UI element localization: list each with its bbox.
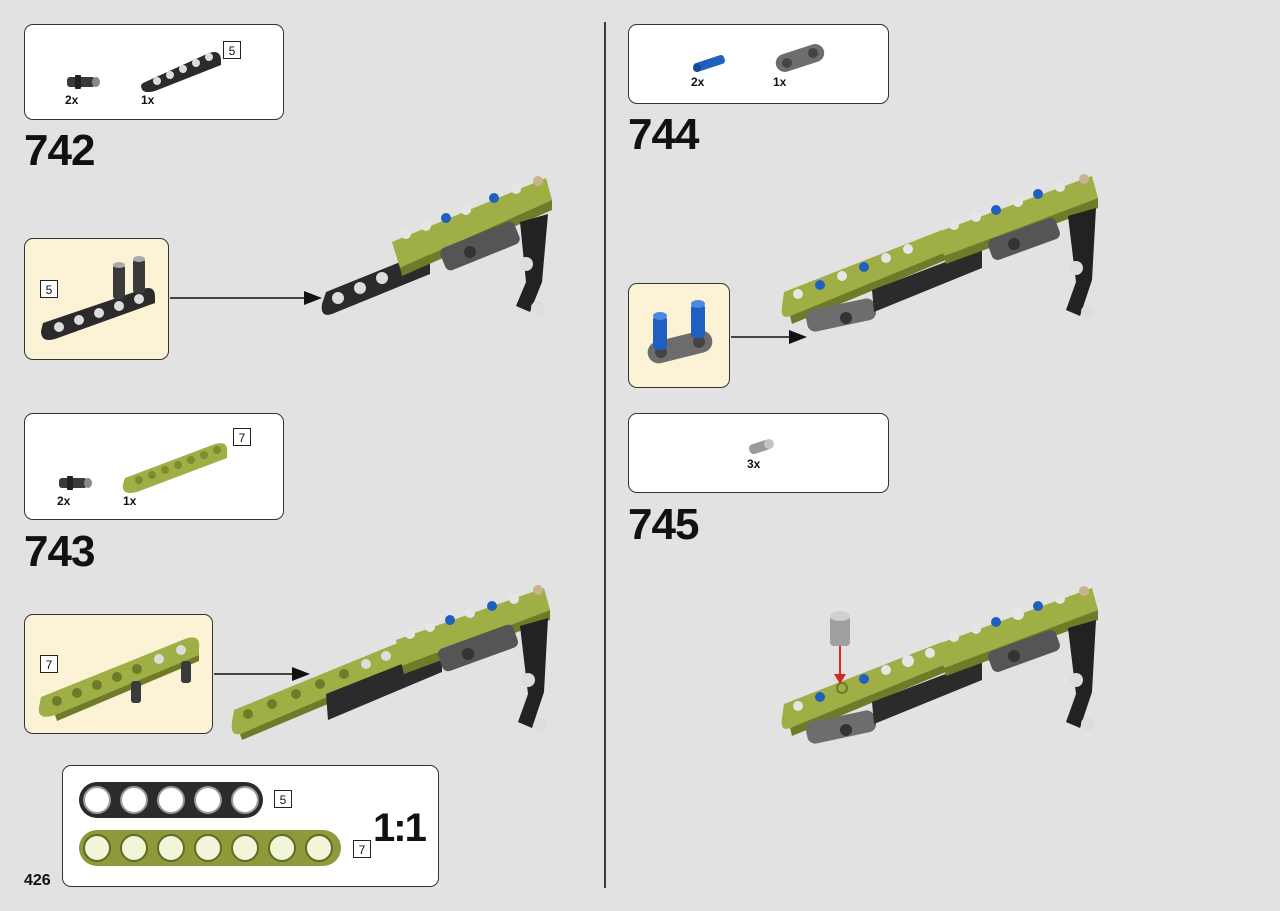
part-qty: 1x xyxy=(141,93,155,107)
part-qty: 1x xyxy=(773,75,787,89)
step-number-743: 743 xyxy=(24,527,95,576)
page-divider xyxy=(604,22,606,888)
beam-5-scale xyxy=(79,782,263,818)
beam-5-icon xyxy=(141,52,221,93)
length-indicator: 5 xyxy=(40,280,58,298)
part-qty: 2x xyxy=(57,494,71,508)
page-number: 426 xyxy=(24,872,51,889)
length-indicator: 7 xyxy=(353,840,371,858)
parts-list-745: 3x xyxy=(628,413,889,493)
model-step-744 xyxy=(781,174,1098,332)
subassembly-callout-744 xyxy=(628,283,730,388)
parts-list-743: 2x 1x 7 xyxy=(24,413,284,520)
scale-ratio: 1:1 xyxy=(373,806,427,850)
model-step-743 xyxy=(231,585,550,740)
connector-pin-icon xyxy=(67,75,100,89)
parts-list-742: 2x 1x 5 xyxy=(24,24,284,120)
assembly-arrow xyxy=(731,330,807,344)
block-with-blue-pins-icon xyxy=(647,300,713,364)
beam-7-scale xyxy=(79,830,341,866)
model-step-742 xyxy=(321,176,552,315)
length-indicator: 7 xyxy=(40,655,58,673)
model-step-745 xyxy=(781,586,1098,744)
length-indicator: 7 xyxy=(233,428,251,446)
assembly-arrow xyxy=(214,667,310,681)
blue-axle-pin-icon xyxy=(693,55,725,72)
length-indicator: 5 xyxy=(223,41,241,59)
double-cross-block-icon xyxy=(775,44,825,72)
step-number-742: 742 xyxy=(24,126,95,175)
assembly-arrow xyxy=(170,291,322,305)
part-qty: 1x xyxy=(123,494,137,508)
parts-list-744: 2x 1x xyxy=(628,24,889,104)
beam-with-pins-icon xyxy=(38,637,200,721)
beam-with-pins-icon xyxy=(41,256,155,340)
subassembly-callout-743: 7 xyxy=(24,614,213,734)
part-qty: 2x xyxy=(65,93,79,107)
scale-ruler-box: 5 7 1:1 xyxy=(62,765,439,887)
step-number-745: 745 xyxy=(628,500,699,549)
subassembly-callout-742: 5 xyxy=(24,238,169,360)
step-number-744: 744 xyxy=(628,110,699,159)
length-indicator: 5 xyxy=(274,790,292,808)
beam-7-icon xyxy=(122,443,228,493)
part-qty: 3x xyxy=(747,457,761,471)
connector-pin-icon xyxy=(59,476,92,490)
friction-pin-icon xyxy=(749,439,774,455)
part-qty: 2x xyxy=(691,75,705,89)
